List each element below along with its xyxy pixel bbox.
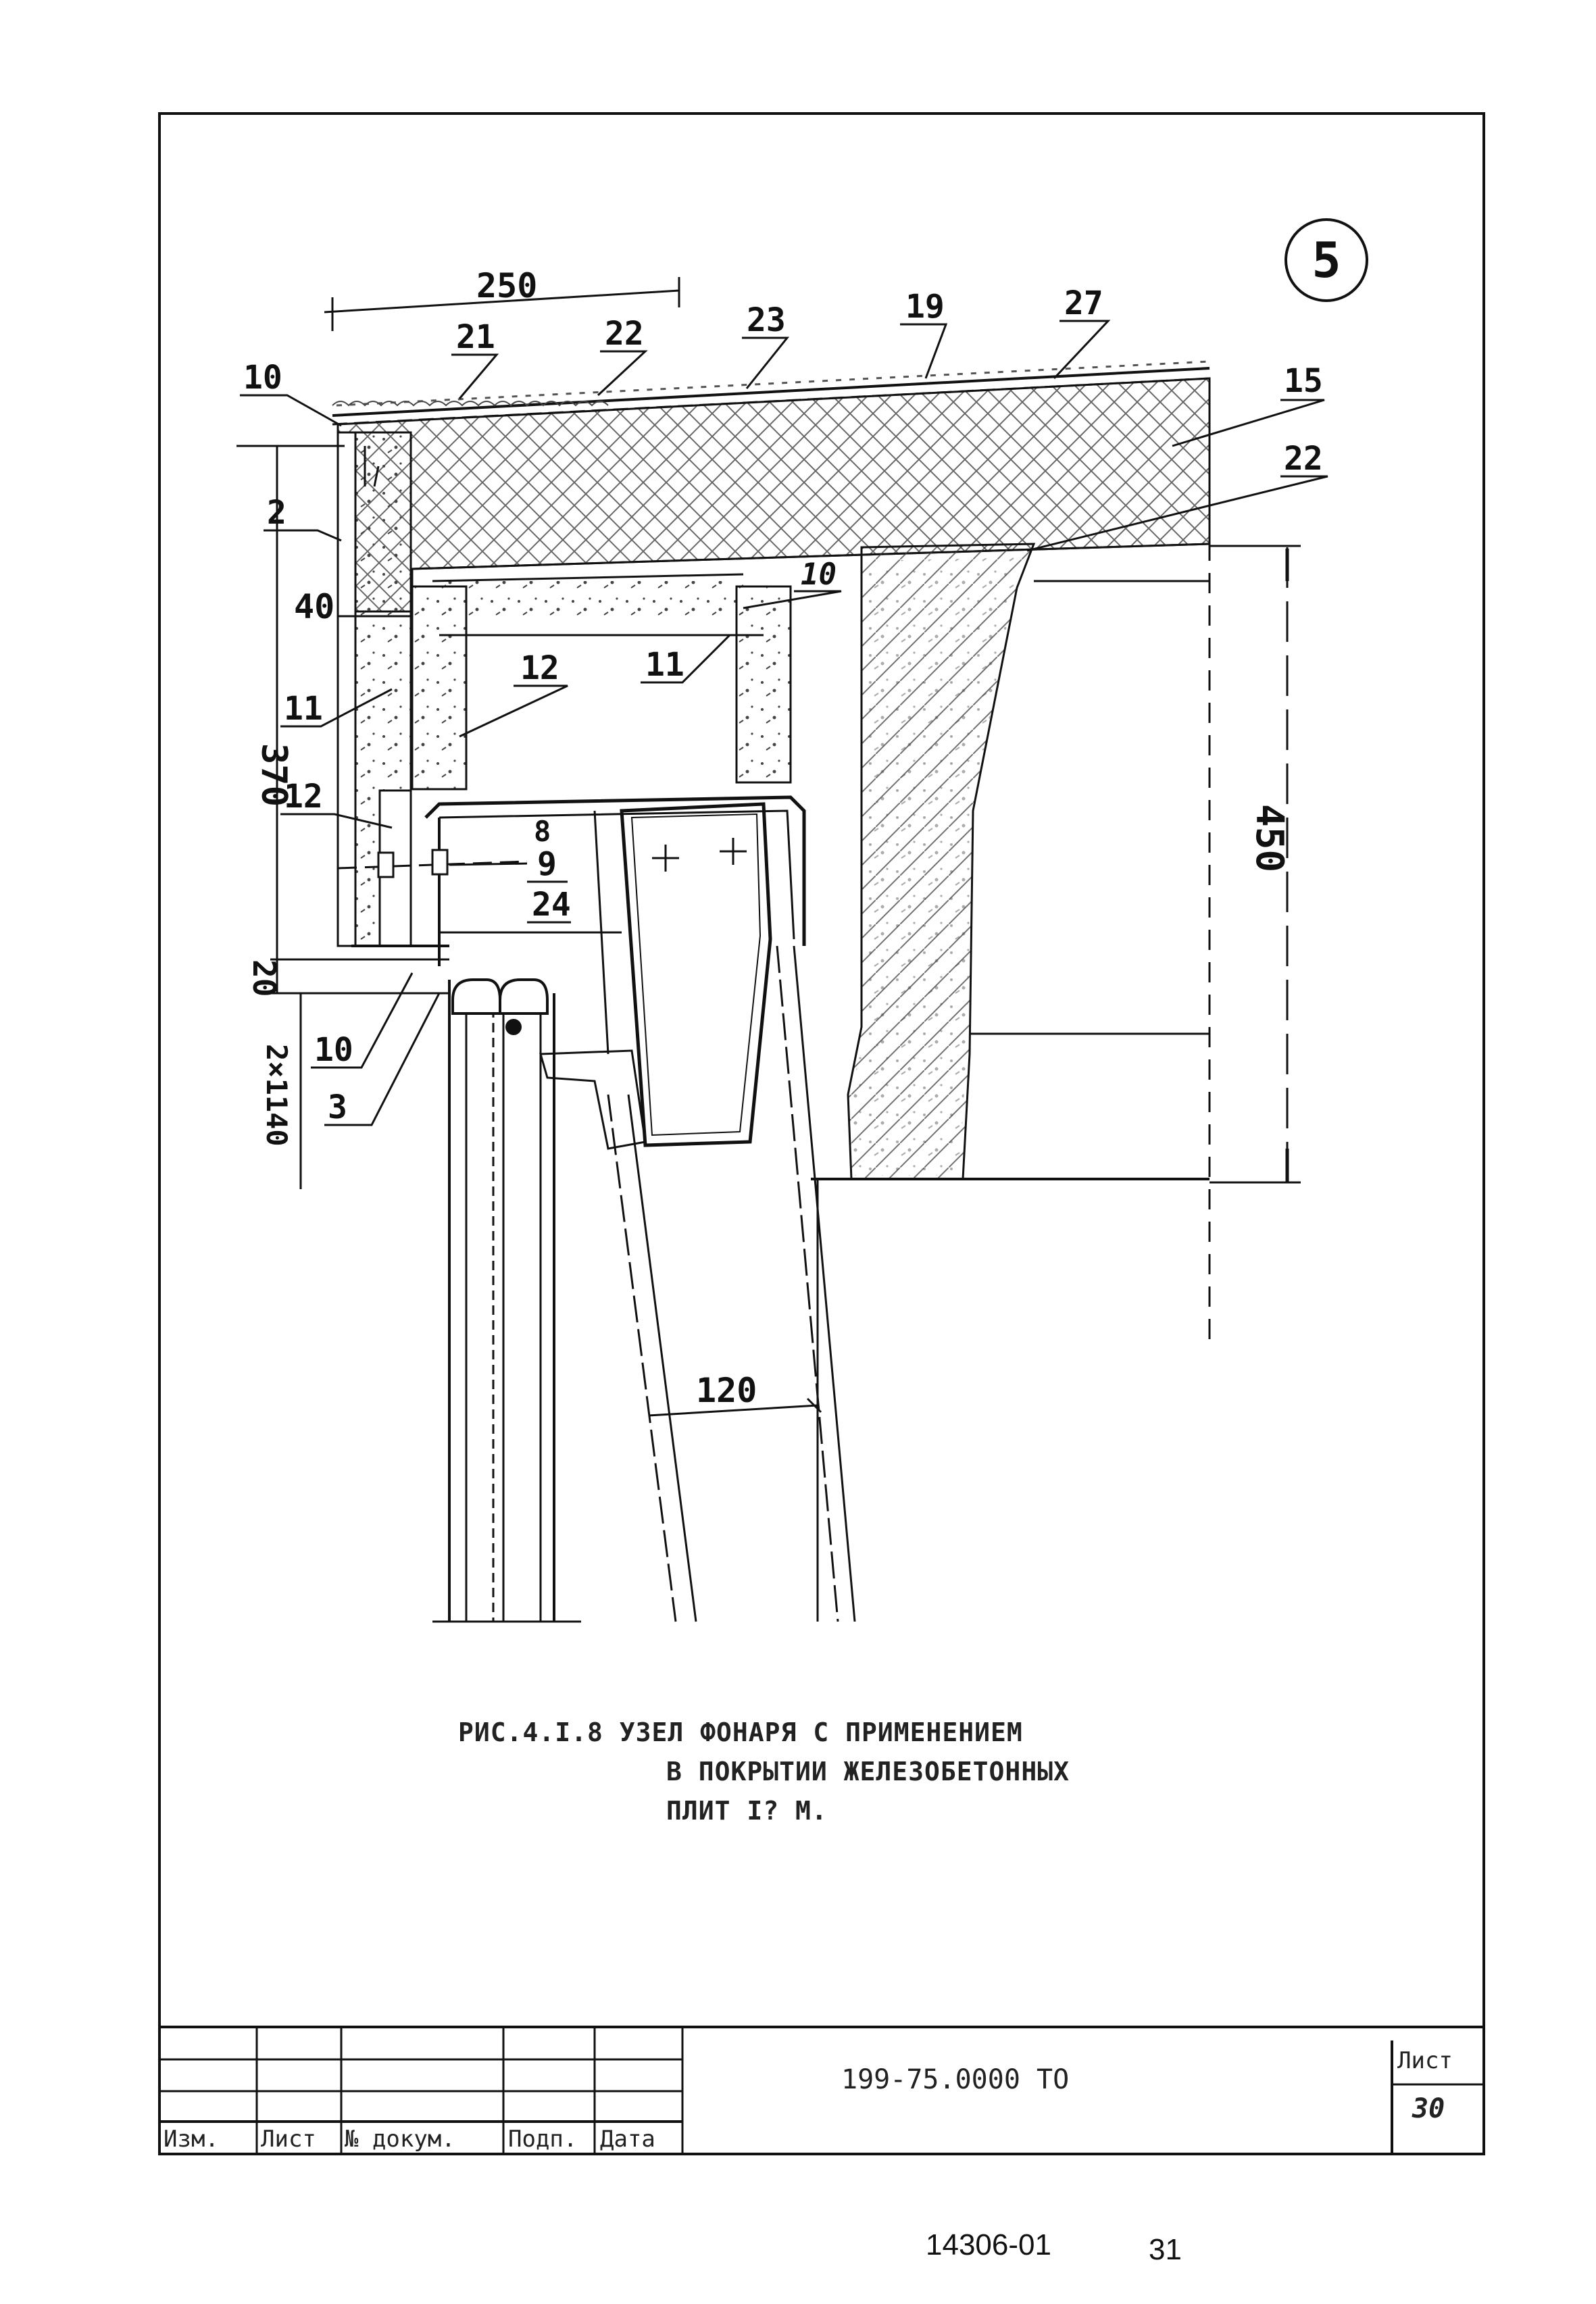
label-c10-top: 10 <box>243 359 282 397</box>
tb-col-list: Лист <box>261 2126 316 2153</box>
label-c23: 23 <box>747 301 786 339</box>
label-d120: 120 <box>696 1371 757 1410</box>
label-d450: 450 <box>1247 804 1291 872</box>
label-c15: 15 <box>1284 362 1323 400</box>
label-c3: 3 <box>328 1088 347 1126</box>
label-c2: 2 <box>267 494 286 532</box>
tb-col-podp: Подп. <box>508 2126 578 2153</box>
label-c12-left: 12 <box>284 778 323 816</box>
caption-line-1: РИС.4.I.8 УЗЕЛ ФОНАРЯ С ПРИМЕНЕНИЕМ <box>458 1718 1023 1747</box>
archive-code: 14306-01 <box>926 2228 1051 2261</box>
sheet-frame <box>158 112 1485 2155</box>
title-block <box>159 2026 1484 2154</box>
tb-col-izm: Изм. <box>164 2126 219 2153</box>
caption-line-3: ПЛИТ I? М. <box>666 1796 828 1826</box>
skylight-girder <box>337 585 806 1150</box>
label-d20: 20 <box>246 959 282 997</box>
label-d40: 40 <box>294 587 334 626</box>
label-c22-right: 22 <box>1284 440 1323 478</box>
label-d2x1140: 2×1140 <box>260 1044 293 1147</box>
label-sheet-number-badge: 5 <box>1312 232 1341 289</box>
label-c24: 24 <box>532 886 571 924</box>
roof-slab <box>332 360 1211 622</box>
label-c10-mid: 10 <box>801 557 837 592</box>
label-c10-bottom: 10 <box>314 1031 353 1069</box>
precast-beam <box>811 378 1211 1622</box>
label-c22-top: 22 <box>605 315 644 353</box>
label-d370: 370 <box>253 743 294 807</box>
dimension-lines: 250 370 40 20 2×1140 450 120 <box>236 266 1301 1417</box>
label-c12-mid: 12 <box>520 649 559 687</box>
tb-col-data: Дата <box>600 2126 655 2153</box>
label-c8: 8 <box>534 815 551 848</box>
tb-doc-code: 199-75.0000 ТО <box>841 2064 1070 2095</box>
label-c27: 27 <box>1064 284 1103 322</box>
tb-sheet-value: 30 <box>1412 2093 1445 2124</box>
page-number: 31 <box>1149 2233 1182 2266</box>
label-c9: 9 <box>537 845 557 883</box>
label-d250: 250 <box>476 266 537 305</box>
window-sash <box>432 945 856 1623</box>
callout-labels: 10 21 22 23 19 27 15 22 2 10 11 12 <box>240 284 1328 1126</box>
label-c11-mid: 11 <box>645 646 684 684</box>
caption-line-2: В ПОКРЫТИИ ЖЕЛЕЗОБЕТОННЫХ <box>666 1757 1070 1786</box>
sheet-badge: 5 <box>1285 218 1368 302</box>
label-c11-left: 11 <box>284 690 323 728</box>
label-c21: 21 <box>456 318 495 356</box>
label-c19: 19 <box>905 288 945 326</box>
figure-caption: РИС.4.I.8 УЗЕЛ ФОНАРЯ С ПРИМЕНЕНИЕМ В ПО… <box>458 1713 1404 1830</box>
tb-sheet-label: Лист <box>1397 2047 1453 2074</box>
tb-col-doc: № докум. <box>345 2126 455 2153</box>
